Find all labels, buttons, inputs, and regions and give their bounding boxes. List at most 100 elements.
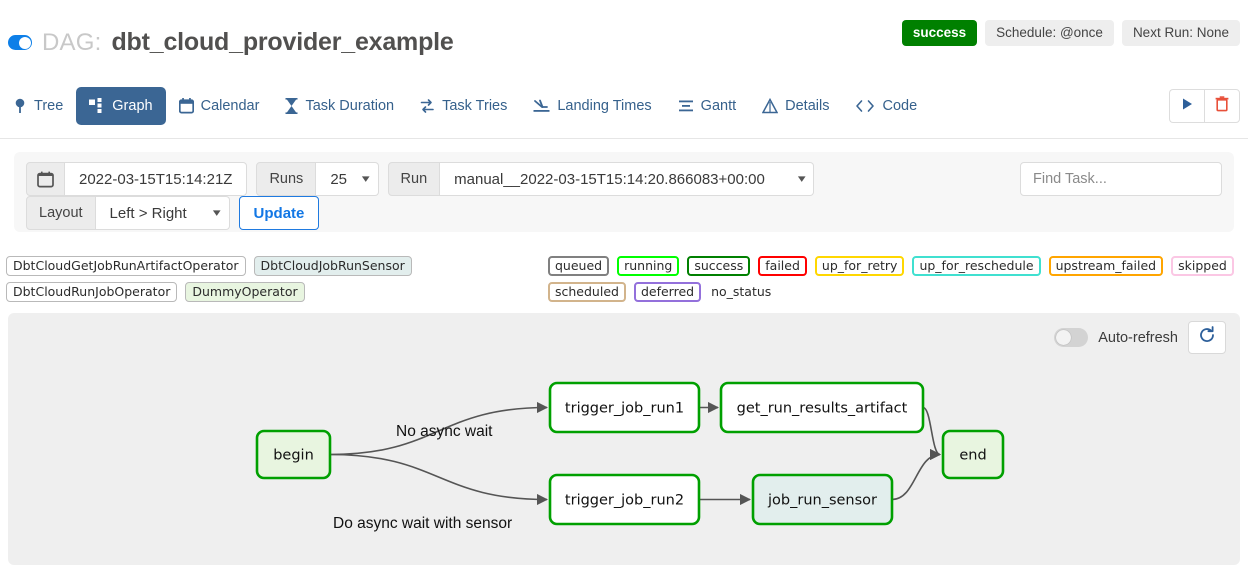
auto-refresh-toggle[interactable] bbox=[1054, 328, 1089, 347]
refresh-icon bbox=[1198, 326, 1216, 349]
layout-label: Layout bbox=[26, 196, 96, 230]
dag-prefix-label: DAG: bbox=[42, 28, 102, 56]
view-tabs: Tree Graph Calendar Task Duration Task T bbox=[0, 82, 1248, 130]
run-select[interactable]: manual__2022-03-15T15:14:20.866083+00:00… bbox=[440, 162, 815, 196]
runs-label: Runs bbox=[256, 162, 317, 196]
header-divider bbox=[0, 138, 1248, 139]
operator-chip[interactable]: DummyOperator bbox=[185, 282, 305, 302]
state-chip[interactable]: upstream_failed bbox=[1048, 256, 1164, 276]
state-chip[interactable]: queued bbox=[548, 256, 610, 276]
dag-graph[interactable]: begin trigger_job_run1 get_run_results_art… bbox=[8, 313, 1240, 565]
layout-select-value: Left > Right bbox=[109, 204, 187, 222]
state-legend: queued running success failed up_for_retry up… bbox=[548, 256, 1244, 302]
runs-select-value: 25 bbox=[330, 170, 347, 188]
status-badge: success bbox=[901, 20, 978, 46]
graph-edge bbox=[329, 453, 549, 506]
graph-node-label: get_run_results_artifact bbox=[737, 401, 908, 417]
state-chip[interactable]: running bbox=[617, 256, 680, 276]
tab-landing-times[interactable]: Landing Times bbox=[520, 87, 664, 125]
filter-row-layout: Layout Left > Right ▾ Update bbox=[26, 196, 320, 230]
retry-icon bbox=[420, 98, 435, 114]
operator-chip[interactable]: DbtCloudJobRunSensor bbox=[253, 256, 412, 276]
runs-select[interactable]: 25 ▾ bbox=[316, 162, 379, 196]
graph-node-job_run_sensor[interactable]: job_run_sensor bbox=[751, 473, 894, 526]
dag-pause-toggle-icon[interactable] bbox=[8, 35, 32, 50]
run-group[interactable]: Run manual__2022-03-15T15:14:20.866083+0… bbox=[387, 162, 815, 196]
tab-code-label: Code bbox=[882, 98, 918, 114]
graph-node-get_run_results_artifact[interactable]: get_run_results_artifact bbox=[719, 381, 925, 434]
trash-icon bbox=[1215, 95, 1229, 117]
tab-gantt[interactable]: Gantt bbox=[665, 87, 749, 125]
next-run-badge: Next Run: None bbox=[1121, 20, 1240, 46]
tab-landing-times-label: Landing Times bbox=[557, 98, 652, 114]
header-badges: success Schedule: @once Next Run: None bbox=[901, 20, 1240, 46]
graph-node-label: end bbox=[959, 448, 986, 464]
hourglass-icon bbox=[285, 98, 298, 114]
state-chip[interactable]: failed bbox=[758, 256, 807, 276]
tab-calendar[interactable]: Calendar bbox=[166, 87, 273, 125]
dag-action-buttons bbox=[1169, 89, 1240, 123]
tab-task-tries[interactable]: Task Tries bbox=[407, 87, 520, 125]
layout-select[interactable]: Left > Right ▾ bbox=[95, 196, 230, 230]
tab-details-label: Details bbox=[785, 98, 830, 114]
run-select-value: manual__2022-03-15T15:14:20.866083+00:00 bbox=[454, 170, 765, 188]
graph-node-trigger_job_run1[interactable]: trigger_job_run1 bbox=[548, 381, 701, 434]
code-icon bbox=[855, 99, 875, 113]
state-chip[interactable]: scheduled bbox=[548, 282, 626, 302]
execution-date-input[interactable]: 2022-03-15T15:14:21Z bbox=[65, 162, 248, 196]
graph-node-end[interactable]: end bbox=[941, 429, 1005, 480]
schedule-badge[interactable]: Schedule: @once bbox=[985, 20, 1114, 46]
chevron-down-icon: ▾ bbox=[797, 172, 806, 185]
refresh-button[interactable] bbox=[1188, 321, 1226, 354]
tab-graph[interactable]: Graph bbox=[76, 87, 166, 125]
graph-node-trigger_job_run2[interactable]: trigger_job_run2 bbox=[548, 473, 701, 526]
dag-name-label: dbt_cloud_provider_example bbox=[111, 28, 454, 56]
tree-icon bbox=[13, 98, 27, 114]
operator-chip[interactable]: DbtCloudGetJobRunArtifactOperator bbox=[6, 256, 246, 276]
graph-node-begin[interactable]: begin bbox=[255, 429, 332, 480]
update-button[interactable]: Update bbox=[238, 196, 320, 230]
tab-task-tries-label: Task Tries bbox=[442, 98, 508, 114]
trigger-dag-button[interactable] bbox=[1169, 89, 1204, 123]
tab-details[interactable]: Details bbox=[749, 87, 842, 125]
graph-node-label: begin bbox=[273, 448, 314, 464]
filter-toolbar: 2022-03-15T15:14:21Z Runs 25 ▾ Run manua… bbox=[14, 152, 1234, 232]
state-chip[interactable]: skipped bbox=[1171, 256, 1234, 276]
calendar-icon[interactable] bbox=[26, 162, 65, 196]
find-task-input[interactable]: Find Task... bbox=[1020, 162, 1222, 196]
dag-title: DAG: dbt_cloud_provider_example bbox=[8, 28, 454, 57]
state-chip[interactable]: up_for_retry bbox=[814, 256, 905, 276]
graph-panel: Auto-refresh begin trigger_job_run1 get_ru… bbox=[8, 313, 1240, 565]
play-icon bbox=[1181, 97, 1194, 116]
execution-date-group[interactable]: 2022-03-15T15:14:21Z bbox=[26, 162, 248, 196]
calendar-icon bbox=[178, 98, 194, 114]
auto-refresh-controls: Auto-refresh bbox=[1054, 321, 1226, 354]
graph-edge bbox=[891, 448, 942, 501]
gantt-icon bbox=[678, 98, 694, 114]
graph-node-label: job_run_sensor bbox=[767, 493, 877, 509]
graph-edge bbox=[922, 406, 942, 461]
tab-task-duration-label: Task Duration bbox=[305, 98, 395, 114]
graph-edges bbox=[329, 401, 942, 506]
page-header: DAG: dbt_cloud_provider_example success … bbox=[0, 0, 1248, 70]
tab-tree-label: Tree bbox=[34, 98, 64, 114]
runs-group[interactable]: Runs 25 ▾ bbox=[256, 162, 379, 196]
graph-nodes: begin trigger_job_run1 get_run_results_art… bbox=[255, 381, 1005, 526]
graph-node-label: trigger_job_run2 bbox=[565, 493, 684, 509]
layout-group[interactable]: Layout Left > Right ▾ bbox=[26, 196, 230, 230]
state-chip[interactable]: deferred bbox=[633, 282, 702, 302]
tab-code[interactable]: Code bbox=[842, 87, 930, 125]
tab-gantt-label: Gantt bbox=[700, 98, 737, 114]
tab-tree[interactable]: Tree bbox=[0, 87, 76, 125]
triangle-icon bbox=[762, 98, 779, 114]
chevron-down-icon: ▾ bbox=[361, 172, 370, 185]
operator-chip[interactable]: DbtCloudRunJobOperator bbox=[6, 282, 178, 302]
tab-task-duration[interactable]: Task Duration bbox=[272, 87, 407, 125]
state-chip[interactable]: success bbox=[687, 256, 751, 276]
delete-dag-button[interactable] bbox=[1204, 89, 1240, 123]
state-chip[interactable]: up_for_reschedule bbox=[912, 256, 1041, 276]
graph-edge bbox=[329, 401, 549, 456]
